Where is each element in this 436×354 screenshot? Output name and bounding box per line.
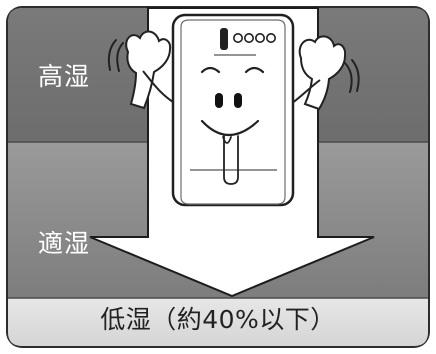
front-panel <box>180 19 286 205</box>
left-fist-icon <box>125 30 172 110</box>
smile-icon <box>200 119 260 136</box>
mid-humidity-label: 適湿 <box>38 229 91 258</box>
motion-line-icon <box>116 42 124 72</box>
control-button-icon <box>255 32 266 43</box>
control-slot <box>220 28 228 50</box>
control-button-icon <box>233 32 244 43</box>
motion-line-icon <box>344 62 353 93</box>
right-fist-icon <box>298 35 347 111</box>
motion-line-icon <box>107 39 117 71</box>
right-brow-icon <box>244 66 265 74</box>
right-eye-icon <box>234 93 242 108</box>
low-humidity-band <box>8 298 428 346</box>
drip-tube-icon <box>223 134 239 185</box>
left-brow-icon <box>200 66 221 74</box>
control-button-icon <box>265 32 276 43</box>
dehumidifier-character <box>107 13 360 207</box>
dehumidifier-body <box>171 13 295 207</box>
low-humidity-label: 低湿（約40%以下） <box>100 305 336 334</box>
control-button-icon <box>244 32 255 43</box>
motion-line-icon <box>351 59 360 92</box>
left-eye-icon <box>215 93 223 108</box>
high-humidity-label: 高湿 <box>38 62 91 91</box>
